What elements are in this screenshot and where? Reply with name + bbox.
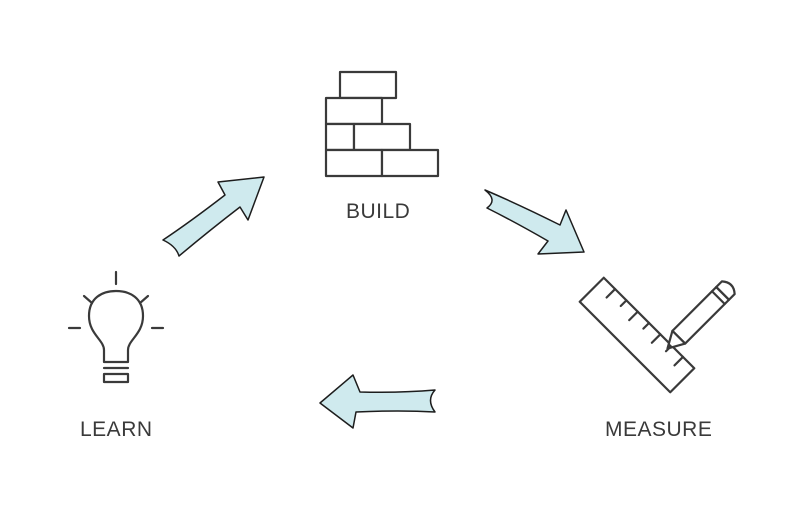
- lightbulb-icon: [67, 270, 165, 384]
- learn-label: LEARN: [80, 418, 153, 441]
- measure-label: MEASURE: [605, 418, 713, 441]
- brick-wall-icon: [324, 70, 440, 178]
- build-label: BUILD: [346, 200, 411, 223]
- arrow-build-to-measure: [484, 189, 585, 255]
- arrow-measure-to-learn: [319, 374, 436, 429]
- arrow-learn-to-build: [162, 176, 265, 257]
- ruler-pencil-icon: [578, 276, 736, 394]
